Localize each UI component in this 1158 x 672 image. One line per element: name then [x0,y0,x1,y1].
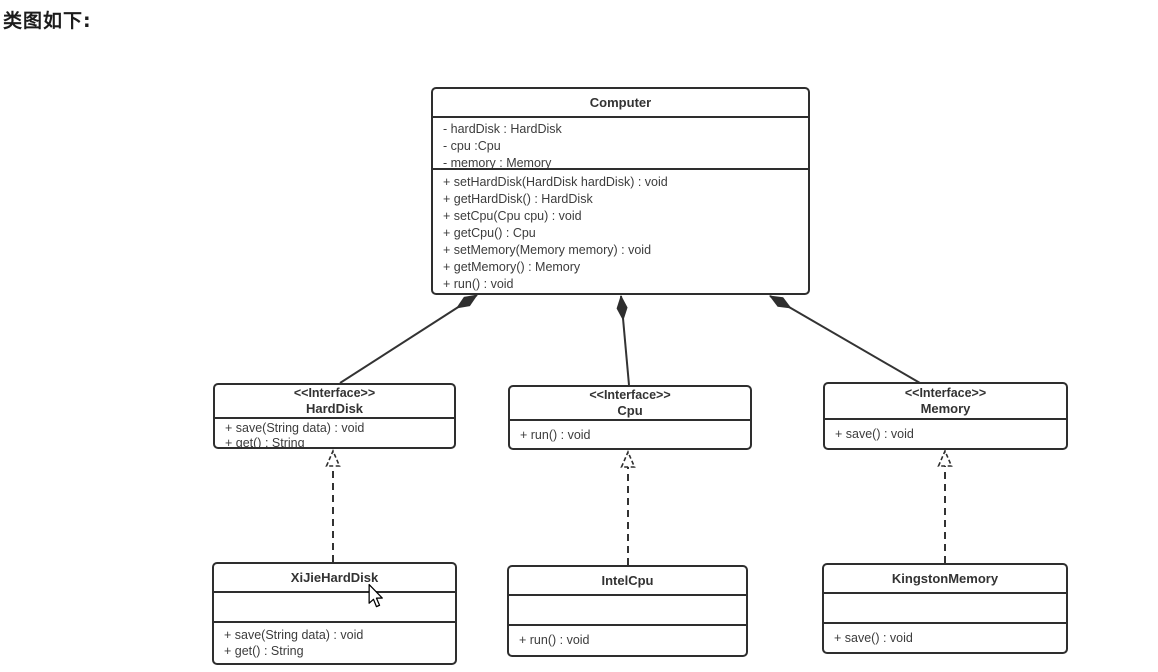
class-name: Computer [433,89,808,118]
method: + save(String data) : void [224,628,364,642]
method: + save() : void [834,631,913,645]
page-title: 类图如下: [3,10,92,32]
class-box-xijieharddisk[interactable]: XiJieHardDisk + save(String data) : void… [212,562,457,665]
methods-compartment: + run() : void [510,421,750,448]
stereotype: <<Interface>> [904,386,987,400]
composition-computer-harddisk [339,294,478,384]
attribute: - memory : Memory [443,156,552,170]
method: + save() : void [835,427,914,441]
class-name: IntelCpu [509,567,746,596]
attribute: - cpu :Cpu [443,139,501,153]
attributes-compartment [824,594,1066,624]
method: + getHardDisk() : HardDisk [443,192,593,206]
class-name: Memory [920,401,971,416]
method: + setHardDisk(HardDisk hardDisk) : void [443,175,668,189]
methods-compartment: + save() : void [825,420,1066,448]
interface-box-memory[interactable]: <<Interface>> Memory + save() : void [823,382,1068,450]
composition-computer-cpu [616,295,630,386]
class-name: XiJieHardDisk [214,564,455,593]
method: + getMemory() : Memory [443,260,581,274]
interface-title: <<Interface>> HardDisk [215,385,454,419]
class-box-kingstonmemory[interactable]: KingstonMemory + save() : void [822,563,1068,654]
interface-title: <<Interface>> Memory [825,384,1066,420]
methods-compartment: + setHardDisk(HardDisk hardDisk) : void … [433,170,808,293]
method: + save(String data) : void [225,421,365,435]
attributes-compartment: - hardDisk : HardDisk - cpu :Cpu - memor… [433,118,808,170]
method: + getCpu() : Cpu [443,226,536,240]
method: + get() : String [225,436,305,447]
class-name: Cpu [617,403,643,418]
class-box-intelcpu[interactable]: IntelCpu + run() : void [507,565,748,657]
methods-compartment: + save(String data) : void + get() : Str… [214,623,455,663]
interface-box-cpu[interactable]: <<Interface>> Cpu + run() : void [508,385,752,450]
method: + get() : String [224,644,304,658]
composition-computer-memory [769,295,921,384]
methods-compartment: + save() : void [824,624,1066,652]
class-name: KingstonMemory [824,565,1066,594]
interface-box-harddisk[interactable]: <<Interface>> HardDisk + save(String dat… [213,383,456,449]
attribute: - hardDisk : HardDisk [443,122,562,136]
attributes-compartment [509,596,746,626]
class-name: HardDisk [305,401,364,416]
stereotype: <<Interface>> [293,386,376,400]
method: + setMemory(Memory memory) : void [443,243,652,257]
class-box-computer[interactable]: Computer - hardDisk : HardDisk - cpu :Cp… [431,87,810,295]
method: + run() : void [519,633,590,647]
method: + run() : void [443,277,514,291]
stereotype: <<Interface>> [589,388,671,402]
interface-title: <<Interface>> Cpu [510,387,750,421]
methods-compartment: + save(String data) : void + get() : Str… [215,419,454,447]
method: + run() : void [520,428,591,442]
method: + setCpu(Cpu cpu) : void [443,209,582,223]
attributes-compartment [214,593,455,623]
methods-compartment: + run() : void [509,626,746,655]
